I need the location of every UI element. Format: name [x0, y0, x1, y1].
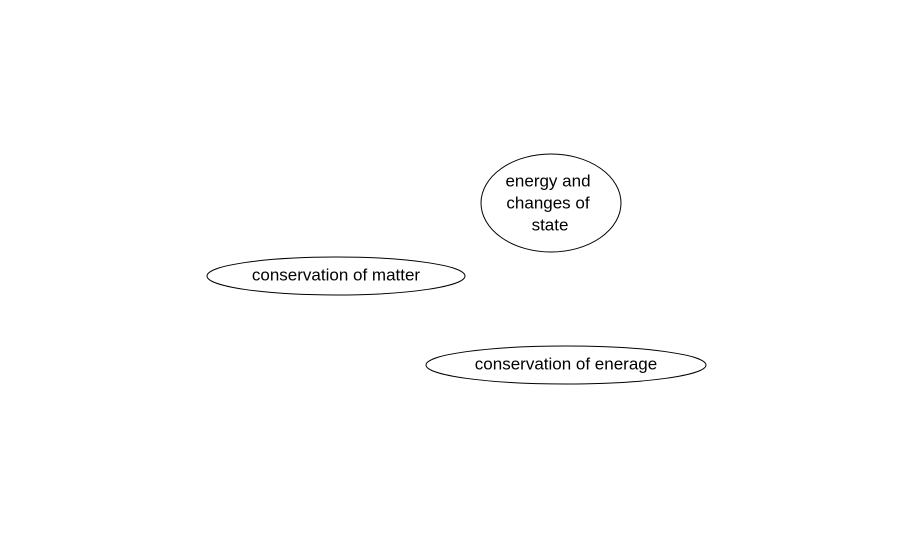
node-conservation-of-enerage[interactable]: conservation of enerage — [425, 345, 707, 385]
node-ellipse — [206, 256, 466, 296]
node-label: state — [532, 215, 569, 234]
node-ellipse — [425, 345, 707, 385]
node-label: conservation of enerage — [475, 354, 657, 373]
node-energy-and-changes-of-state[interactable]: energy and changes of state — [480, 153, 622, 253]
node-label: changes of — [506, 193, 589, 212]
node-label: energy and — [505, 171, 590, 190]
node-conservation-of-matter[interactable]: conservation of matter — [206, 256, 466, 296]
node-label: conservation of matter — [252, 265, 421, 284]
node-ellipse — [480, 153, 622, 253]
